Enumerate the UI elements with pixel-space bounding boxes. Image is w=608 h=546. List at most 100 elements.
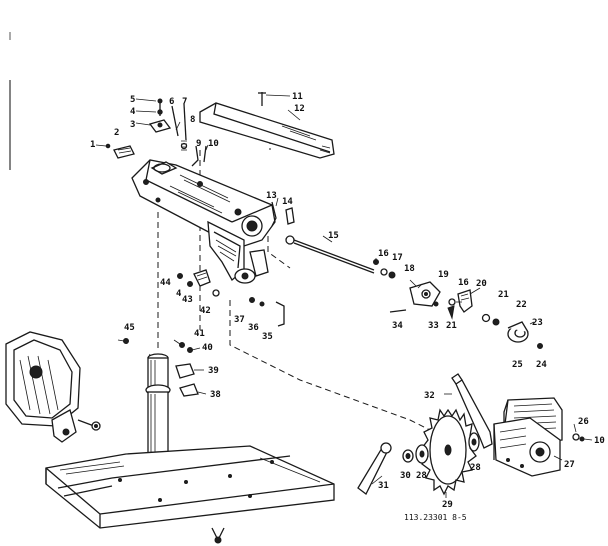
washer-part-4 xyxy=(157,109,163,115)
label-part-41: 41 xyxy=(194,329,205,339)
nut-part-40 xyxy=(187,347,193,353)
label-part-2: 2 xyxy=(114,128,119,138)
nut-part-5 xyxy=(157,98,163,104)
label-part-43: 43 xyxy=(182,295,193,305)
label-part-34: 34 xyxy=(392,321,403,331)
part-labels: 1 2 3 4 5 6 7 8 9 10 11 12 13 14 15 16 1… xyxy=(90,92,605,510)
label-part-39: 39 xyxy=(208,366,219,376)
washer-part-41 xyxy=(179,342,185,348)
label-part-24: 24 xyxy=(536,360,547,370)
blade-guard xyxy=(5,331,101,443)
label-part-10b: 10 xyxy=(594,436,605,446)
label-part-16a: 16 xyxy=(378,249,389,259)
washer-part-17 xyxy=(380,268,388,276)
knob-part-15 xyxy=(285,235,295,245)
label-part-9: 9 xyxy=(196,139,201,149)
radial-arm-casting xyxy=(131,159,276,284)
label-part-27: 27 xyxy=(564,460,575,470)
nut-part-18 xyxy=(388,271,396,279)
label-part-25: 25 xyxy=(512,360,523,370)
label-part-3: 3 xyxy=(130,120,135,130)
yoke-hardware-group xyxy=(177,269,285,327)
leader-lines xyxy=(117,121,593,498)
wrench-part-32 xyxy=(451,373,493,449)
label-part-21a: 21 xyxy=(498,290,509,300)
arm-cover-part-12 xyxy=(199,102,335,159)
label-part-11: 11 xyxy=(292,92,303,102)
pin-part-7 xyxy=(183,103,187,141)
label-part-29: 29 xyxy=(442,500,453,510)
label-part-22: 22 xyxy=(516,300,527,310)
label-part-12: 12 xyxy=(294,104,305,114)
column-group xyxy=(123,338,199,465)
screw-part-24 xyxy=(537,343,543,349)
arbor-parts xyxy=(357,432,480,495)
label-part-21b: 21 xyxy=(446,321,457,331)
label-part-15: 15 xyxy=(328,231,339,241)
label-part-26: 26 xyxy=(578,417,589,427)
label-part-38: 38 xyxy=(210,390,221,400)
label-part-36: 36 xyxy=(248,323,259,333)
label-part-1: 1 xyxy=(90,140,95,150)
washer-part-36 xyxy=(259,301,265,307)
label-part-4: 4 xyxy=(130,107,136,117)
screw-part-37 xyxy=(249,297,255,303)
key-part-14 xyxy=(285,207,295,225)
motor-part-27 xyxy=(493,397,585,477)
pin-part-16b xyxy=(448,298,456,306)
screw-part-34 xyxy=(389,309,407,313)
label-part-31: 31 xyxy=(378,481,389,491)
label-part-44: 44 xyxy=(160,278,171,288)
washer-part-21b xyxy=(481,313,491,323)
rod-part-15 xyxy=(293,239,375,271)
screw-part-1 xyxy=(105,143,111,149)
label-part-7: 7 xyxy=(182,97,187,107)
label-part-45: 45 xyxy=(124,323,135,333)
screw-part-33 xyxy=(433,301,439,307)
label-part-28b: 28 xyxy=(470,463,481,473)
label-part-28a: 28 xyxy=(416,471,427,481)
label-part-10: 10 xyxy=(208,139,219,149)
nut-part-22 xyxy=(492,318,500,326)
label-part-18: 18 xyxy=(404,264,415,274)
label-part-13: 13 xyxy=(266,191,277,201)
label-part-17: 17 xyxy=(392,253,403,263)
pin-part-21a xyxy=(447,305,455,320)
block-part-43 xyxy=(193,269,211,287)
washer-part-4b xyxy=(187,281,193,287)
label-part-37: 37 xyxy=(234,315,245,325)
table-base xyxy=(45,445,335,544)
label-part-23: 23 xyxy=(532,318,543,328)
label-part-42: 42 xyxy=(200,306,211,316)
label-part-16b: 16 xyxy=(458,278,469,288)
pin-part-9 xyxy=(191,145,199,167)
label-part-30: 30 xyxy=(400,471,411,481)
label-part-32: 32 xyxy=(424,391,435,401)
clamp-part-39 xyxy=(175,363,195,379)
lock-parts-group xyxy=(373,259,543,349)
screw-part-45 xyxy=(123,338,129,344)
label-part-14: 14 xyxy=(282,197,293,207)
label-part-20: 20 xyxy=(476,279,487,289)
nut-part-42 xyxy=(212,289,220,297)
label-part-5: 5 xyxy=(130,95,135,105)
label-part-33: 33 xyxy=(428,321,439,331)
rod-part-6 xyxy=(171,105,179,137)
spring-part-13 xyxy=(271,201,277,227)
arm-end-parts xyxy=(271,201,375,274)
diagram-caption: 113.23301 8-5 xyxy=(404,513,467,522)
pin-part-10 xyxy=(203,145,207,163)
cap-hardware-group xyxy=(95,98,207,167)
label-part-35: 35 xyxy=(262,332,273,342)
screw-part-44 xyxy=(177,273,183,279)
handle-part-20 xyxy=(457,289,473,313)
label-part-19: 19 xyxy=(438,270,449,280)
label-part-4b: 4 xyxy=(176,289,182,299)
saw-blade-part-29 xyxy=(421,408,477,496)
arm-cover-group xyxy=(199,92,335,159)
label-part-40: 40 xyxy=(202,343,213,353)
spring-part-35 xyxy=(275,301,285,327)
label-part-6: 6 xyxy=(169,97,174,107)
label-part-8: 8 xyxy=(190,115,195,125)
